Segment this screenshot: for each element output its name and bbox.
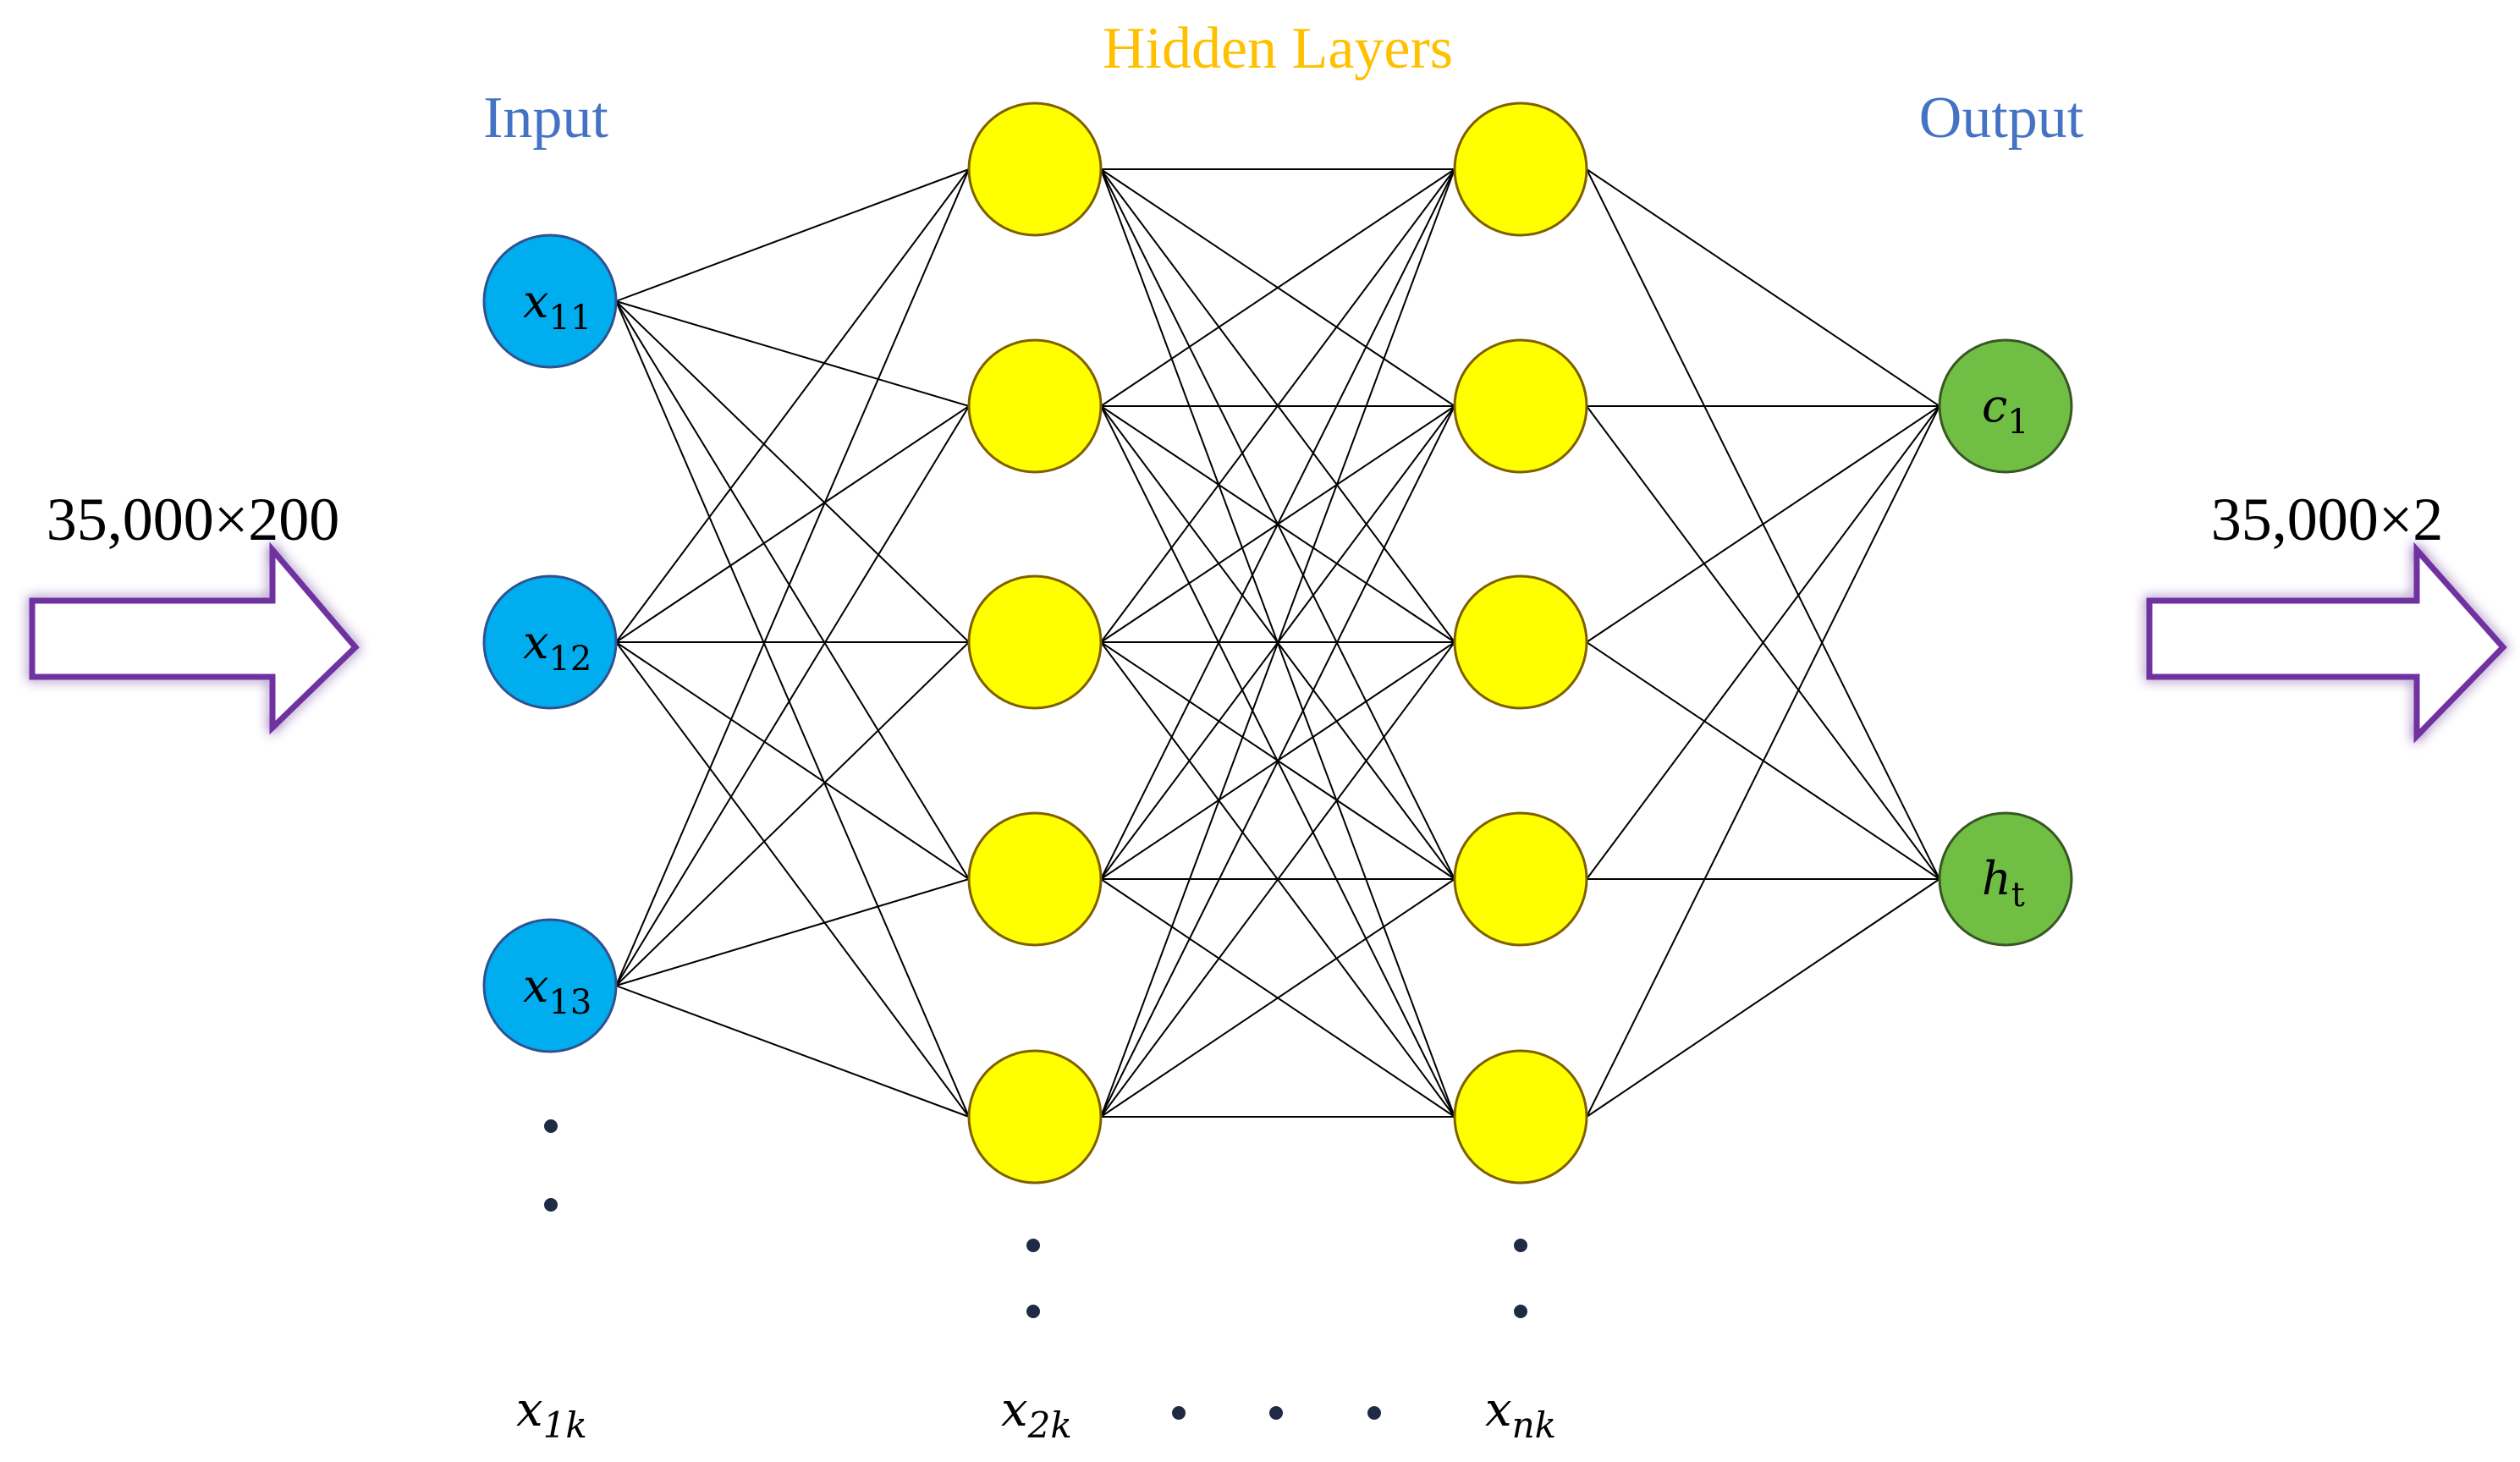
connection-lines xyxy=(615,168,1940,1118)
svg-text:x13: x13 xyxy=(523,959,591,1022)
edge-input-hidden1 xyxy=(615,878,970,987)
edge-input-hidden1 xyxy=(615,168,970,302)
input-node-subscript: 11 xyxy=(548,299,591,338)
edge-input-hidden1 xyxy=(615,405,970,987)
edge-hidden1-hidden2 xyxy=(1100,405,1455,1118)
output-layer-title: Output xyxy=(1919,85,2084,151)
edge-hidden1-hidden2 xyxy=(1100,168,1455,880)
edge-input-hidden1 xyxy=(615,300,970,880)
edge-hidden1-hidden2 xyxy=(1100,168,1455,1118)
input-dimensions-label: 35,000×200 xyxy=(47,486,340,553)
bottom-label-subscript: nk xyxy=(1512,1404,1557,1446)
input-node-subscript: 12 xyxy=(548,640,591,679)
edge-input-hidden1 xyxy=(615,641,970,880)
output-node-subscript: t xyxy=(2011,876,2025,915)
input-layer-title: Input xyxy=(483,85,608,151)
edge-hidden2-output xyxy=(1586,168,1940,407)
ellipsis-dots xyxy=(544,1119,1527,1420)
svg-text:x11: x11 xyxy=(523,275,591,338)
bottom-label-var: x xyxy=(516,1382,543,1437)
edge-input-hidden1 xyxy=(615,641,970,987)
hidden1-ellipsis-dot xyxy=(1026,1305,1040,1318)
hidden-node xyxy=(1453,811,1588,947)
hidden-layer-2 xyxy=(1453,102,1588,1184)
edge-hidden2-output xyxy=(1586,405,1940,643)
edge-input-hidden1 xyxy=(615,405,970,643)
hidden2-ellipsis-dot xyxy=(1514,1305,1527,1318)
input-node-var: x xyxy=(523,275,548,328)
hidden-node xyxy=(967,574,1103,710)
horizontal-ellipsis-dot xyxy=(1269,1406,1283,1420)
edge-hidden2-output xyxy=(1586,405,1940,880)
hidden1-ellipsis-dot xyxy=(1026,1239,1040,1252)
bottom-label-subscript: 2k xyxy=(1027,1404,1072,1446)
output-node-c1: c1 xyxy=(1938,338,2073,474)
edge-hidden1-hidden2 xyxy=(1100,168,1455,643)
bottom-label-subscript: 1k xyxy=(543,1404,587,1446)
edge-hidden2-output xyxy=(1586,878,1940,1118)
output-arrow-icon xyxy=(2146,541,2507,744)
input-node-x13: x13 xyxy=(482,918,618,1053)
input-node-subscript: 13 xyxy=(548,983,591,1022)
hidden-node xyxy=(967,1049,1103,1184)
hidden-node xyxy=(967,102,1103,237)
hidden-node xyxy=(1453,338,1588,474)
bottom-label-xnk: xnk xyxy=(1485,1382,1556,1446)
edge-hidden2-output xyxy=(1586,405,1940,1118)
bottom-label-x2k: x2k xyxy=(1001,1382,1072,1446)
input-node-x12: x12 xyxy=(482,574,618,710)
hidden-node xyxy=(967,338,1103,474)
edge-hidden1-hidden2 xyxy=(1100,641,1455,1118)
output-node-ht: ht xyxy=(1938,811,2073,947)
hidden-node xyxy=(967,811,1103,947)
hidden-node xyxy=(1453,574,1588,710)
bottom-label-var: x xyxy=(1001,1382,1028,1437)
edge-input-hidden1 xyxy=(615,300,970,643)
svg-text:x12: x12 xyxy=(523,616,591,679)
bottom-label-x1k: x1k xyxy=(516,1382,587,1446)
hidden-layers-title: Hidden Layers xyxy=(1103,16,1453,81)
horizontal-ellipsis-dot xyxy=(1367,1406,1381,1420)
horizontal-ellipsis-dot xyxy=(1172,1406,1186,1420)
edge-input-hidden1 xyxy=(615,641,970,1118)
hidden-layer-1 xyxy=(967,102,1103,1184)
edge-input-hidden1 xyxy=(615,985,970,1118)
output-node-var: c xyxy=(1982,379,2007,432)
edge-hidden1-hidden2 xyxy=(1100,168,1455,407)
output-node-var: h xyxy=(1982,852,2011,905)
input-node-var: x xyxy=(523,959,548,1013)
hidden-node xyxy=(1453,1049,1588,1184)
output-node-subscript: 1 xyxy=(2007,403,2028,442)
bottom-label-var: x xyxy=(1485,1382,1512,1437)
input-node-var: x xyxy=(523,616,548,669)
edge-hidden1-hidden2 xyxy=(1100,878,1455,1118)
edge-input-hidden1 xyxy=(615,300,970,1118)
input-node-x11: x11 xyxy=(482,234,618,369)
svg-text:ht: ht xyxy=(1982,852,2025,915)
input-ellipsis-dot xyxy=(544,1198,558,1212)
svg-text:c1: c1 xyxy=(1982,379,2029,442)
input-arrow-icon xyxy=(29,541,360,735)
edge-input-hidden1 xyxy=(615,168,970,987)
edge-input-hidden1 xyxy=(615,168,970,643)
output-dimensions-label: 35,000×2 xyxy=(2211,486,2444,553)
hidden-node xyxy=(1453,102,1588,237)
input-ellipsis-dot xyxy=(544,1119,558,1133)
edge-input-hidden1 xyxy=(615,300,970,407)
hidden2-ellipsis-dot xyxy=(1514,1239,1527,1252)
